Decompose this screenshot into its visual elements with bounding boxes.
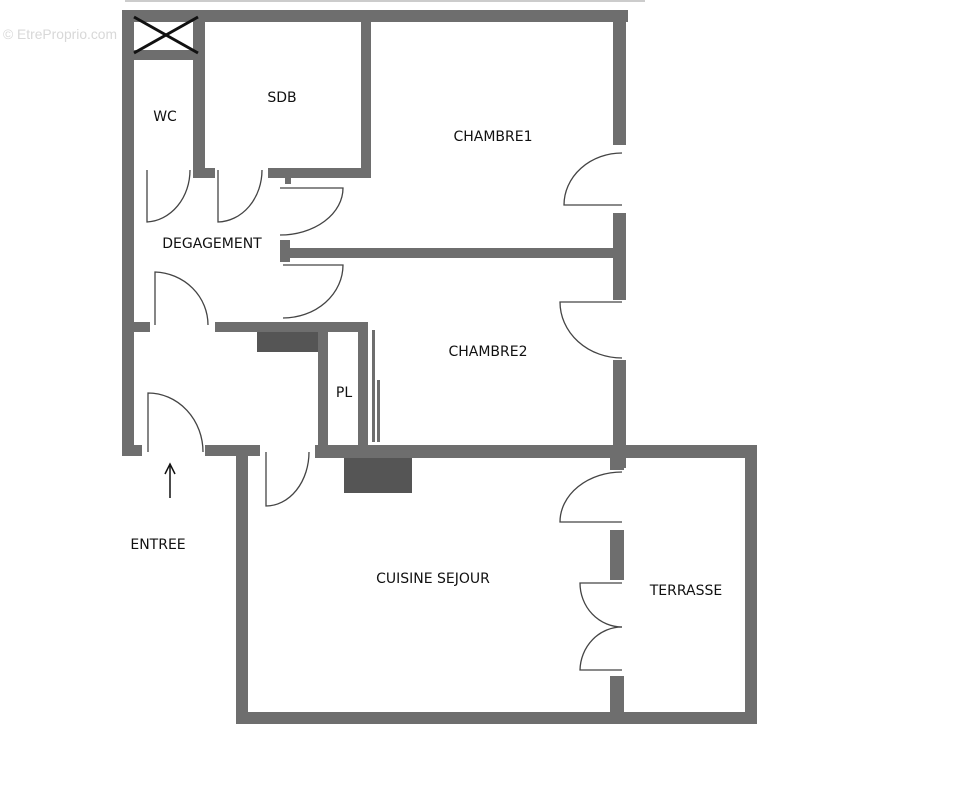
top-wall — [122, 10, 628, 22]
terrasse-divider-2 — [610, 530, 624, 580]
doors — [146, 152, 623, 671]
chambre-divider-nub — [280, 240, 290, 262]
watermark: © EtreProprio.com — [3, 26, 117, 42]
chambre-divider-wall — [285, 248, 626, 258]
vent-shaft-cross-icon — [133, 15, 199, 55]
pl-left-wall — [318, 332, 328, 445]
terrasse-door — [559, 471, 623, 523]
chambre1-window-door — [563, 152, 623, 206]
room-label-chambre1: CHAMBRE1 — [453, 129, 532, 145]
walls — [122, 10, 757, 724]
entry-door — [147, 392, 204, 453]
partition-line — [372, 330, 375, 442]
bottom-wall — [236, 712, 757, 724]
right-wall-3 — [613, 360, 626, 468]
degagement-bottom-wall — [215, 322, 368, 332]
degagement-wall-left — [134, 322, 150, 332]
entry-arrow-icon — [164, 462, 176, 498]
room-label-degagement: DEGAGEMENT — [162, 236, 262, 252]
entry-wall-right — [205, 445, 260, 456]
left-wall — [122, 10, 134, 456]
partition-line-2 — [377, 380, 380, 442]
chambre1-door — [279, 187, 344, 236]
terrasse-double-door-top — [579, 582, 623, 628]
right-wall-1 — [613, 22, 626, 145]
wc-door — [146, 169, 191, 223]
vent-shaft-wall — [134, 50, 198, 60]
chambre2-door — [282, 264, 344, 319]
sdb-door — [217, 169, 263, 223]
terrasse-right-wall — [745, 445, 757, 724]
sdb-right-wall — [361, 22, 371, 178]
degagement-door — [154, 271, 209, 326]
terrasse-double-door-bottom — [579, 626, 623, 671]
chimney-block — [344, 458, 412, 493]
wc-sdb-wall-end — [193, 168, 215, 178]
room-label-entree: ENTREE — [130, 537, 185, 553]
entry-wall-left — [122, 445, 142, 456]
cuisine-door — [265, 451, 310, 507]
cuisine-left-wall — [236, 445, 248, 724]
room-label-terrasse: TERRASSE — [649, 583, 722, 599]
door-jamb — [285, 178, 291, 184]
sdb-bottom-wall — [268, 168, 371, 178]
top-edge-line — [125, 0, 645, 2]
cuisine-top-wall — [315, 445, 757, 458]
wc-sdb-wall — [193, 22, 205, 178]
terrasse-divider-1 — [610, 458, 624, 470]
terrasse-divider-3 — [610, 676, 624, 716]
room-label-pl: PL — [336, 385, 352, 401]
room-label-sdb: SDB — [267, 90, 296, 106]
pl-right-wall — [358, 322, 368, 445]
room-label-cuisine-sejour: CUISINE SEJOUR — [376, 571, 490, 587]
room-label-chambre2: CHAMBRE2 — [448, 344, 527, 360]
room-label-wc: WC — [153, 109, 177, 125]
duct-block — [257, 332, 325, 352]
chambre2-window-door — [559, 301, 623, 359]
